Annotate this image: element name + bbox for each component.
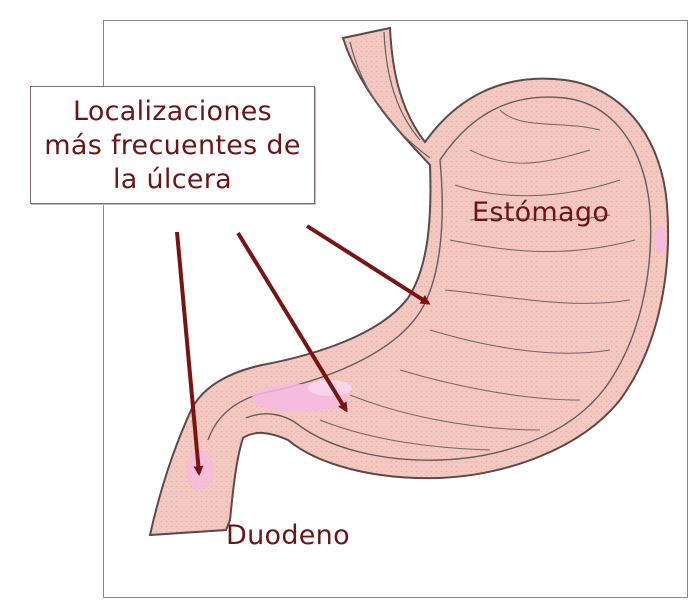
callout-box: Localizaciones más frecuentes de la úlce… — [30, 86, 315, 204]
stomach-label: Estómago — [472, 197, 609, 228]
arrow-lesser-curvature — [307, 226, 428, 303]
callout-text: Localizaciones más frecuentes de la úlce… — [31, 95, 314, 197]
duodenum-label: Duodeno — [226, 520, 350, 551]
